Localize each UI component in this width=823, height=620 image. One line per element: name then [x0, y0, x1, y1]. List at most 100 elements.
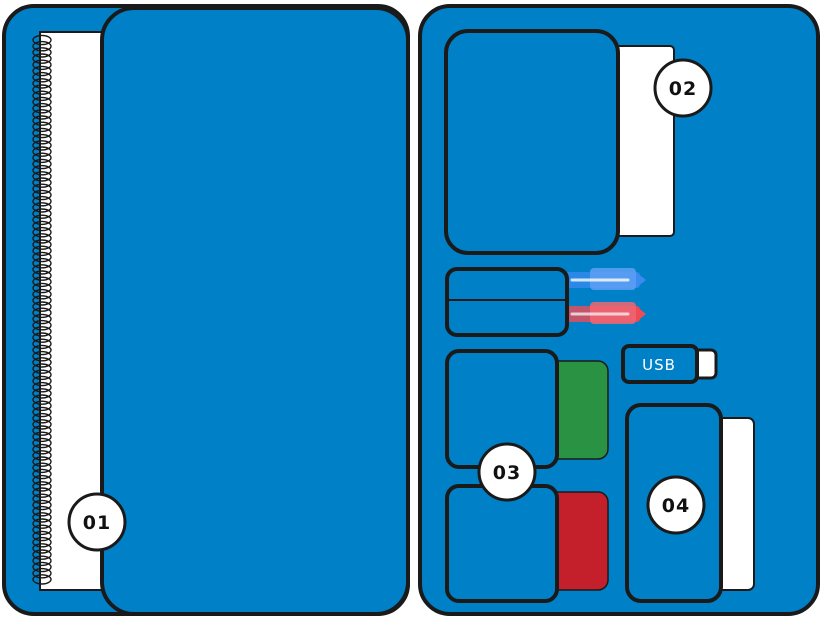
spiral-loop [32, 456, 52, 467]
spiral-loop [32, 127, 52, 139]
spiral-loop [32, 257, 52, 269]
spiral-loop [32, 468, 52, 480]
spiral-loop [32, 505, 52, 517]
badge-document-label: 02 [669, 78, 697, 100]
spiral-loop [32, 264, 52, 275]
spiral-loop [32, 115, 52, 126]
spiral-loop [32, 158, 52, 170]
spiral-loop [32, 195, 52, 207]
spiral-loop [32, 226, 52, 238]
spiral-loop [32, 394, 52, 405]
spiral-loop [32, 164, 52, 176]
spiral-loop [32, 40, 52, 52]
pen-pocket [445, 267, 569, 337]
badge-cards-label: 03 [493, 462, 521, 484]
usb-label: USB [642, 356, 676, 374]
spiral-loop [32, 487, 52, 498]
pen-icon [556, 302, 646, 324]
spiral-loop [32, 102, 52, 114]
spiral-loop [32, 326, 52, 337]
spiral-loop [32, 208, 52, 219]
document-pocket [444, 29, 620, 255]
spiral-loop [32, 499, 52, 511]
spiral-loop [32, 146, 52, 157]
spiral-loop [32, 344, 52, 356]
spiral-loop [32, 369, 52, 381]
spiral-loop [32, 183, 52, 195]
spiral-loop [32, 140, 52, 151]
spiral-loop [32, 462, 52, 474]
usb-drive-icon: USB [621, 344, 718, 384]
spiral-loop [32, 78, 52, 89]
spiral-loop [32, 437, 52, 449]
spiral-loop [32, 84, 52, 95]
spiral-loop [32, 295, 52, 306]
spiral-loop [32, 251, 52, 263]
spiral-loop [32, 189, 52, 201]
spiral-loop [32, 567, 52, 579]
spiral-loop [32, 239, 52, 250]
spiral-loop [32, 214, 52, 226]
spiral-loop [32, 512, 52, 523]
spiral-loop [32, 549, 52, 560]
spiral-loop [32, 133, 52, 145]
spiral-loop [32, 34, 52, 46]
spiral-loop [32, 419, 52, 430]
spiral-loop [32, 425, 52, 436]
spiral-loop [32, 375, 52, 387]
badge-phone-label: 04 [662, 495, 690, 517]
spiral-loop [32, 450, 52, 461]
spiral-loop [32, 574, 52, 585]
spiral-binding-icon [32, 34, 52, 585]
spiral-loop [32, 47, 52, 58]
spiral-loop [32, 412, 52, 424]
spiral-loop [32, 381, 52, 393]
spiral-loop [32, 121, 52, 133]
spiral-loop [32, 481, 52, 492]
spiral-loop [32, 59, 52, 71]
spiral-loop [32, 350, 52, 362]
spiral-loop [32, 245, 52, 257]
badge-cards: 03 [477, 442, 537, 502]
spiral-loop [32, 270, 52, 281]
spiral-loop [32, 357, 52, 368]
card-pocket-bottom [445, 484, 559, 603]
spiral-loop [32, 474, 52, 486]
spiral-loop [32, 301, 52, 312]
badge-phone: 04 [646, 475, 706, 535]
spiral-loop [32, 431, 52, 443]
spiral-loop [32, 536, 52, 548]
left-pocket-flap [100, 6, 410, 616]
spiral-loop [32, 177, 52, 188]
spiral-loop [32, 202, 52, 213]
spiral-loop [32, 400, 52, 412]
spiral-loop [32, 332, 52, 343]
spiral-loop [32, 518, 52, 529]
spiral-loop [32, 543, 52, 554]
spiral-loop [32, 561, 52, 573]
spiral-loop [32, 152, 52, 164]
spiral-loop [32, 443, 52, 455]
pen-icon [556, 268, 646, 290]
spiral-loop [32, 406, 52, 418]
spiral-loop [32, 53, 52, 64]
spiral-loop [32, 530, 52, 542]
spiral-loop [32, 109, 52, 120]
badge-notebook: 01 [67, 492, 127, 552]
spiral-loop [32, 313, 52, 325]
spiral-loop [32, 388, 52, 399]
spiral-loop [32, 307, 52, 319]
spiral-loop [32, 65, 52, 77]
badge-notebook-label: 01 [83, 512, 111, 534]
spiral-loop [32, 288, 52, 300]
spiral-loop [32, 90, 52, 102]
spiral-loop [32, 555, 52, 567]
spiral-loop [32, 220, 52, 232]
spiral-loop [32, 276, 52, 288]
spiral-loop [32, 171, 52, 182]
spiral-loop [32, 282, 52, 294]
spiral-loop [32, 233, 52, 244]
spiral-loop [32, 319, 52, 331]
spiral-loop [32, 493, 52, 505]
